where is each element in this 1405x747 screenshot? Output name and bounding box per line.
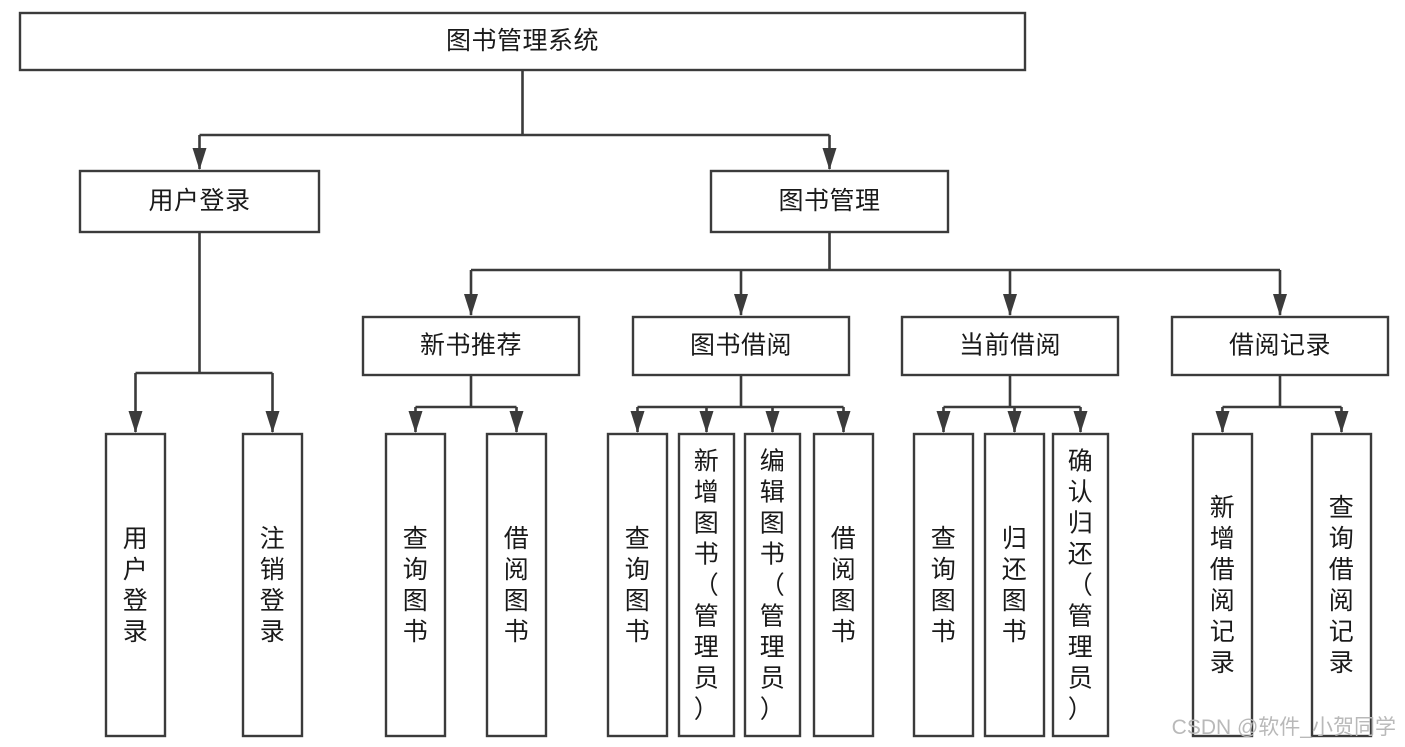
node-box [812, 432, 875, 738]
node-label: 图书管理系统 [446, 27, 599, 55]
node-label: 新增借阅记录 [1210, 494, 1236, 677]
node-label: 查询借阅记录 [1329, 494, 1355, 677]
arrow-head-icon [464, 294, 478, 316]
node-label: 编辑图书（管理员） [760, 448, 786, 724]
arrow-head-icon [936, 411, 951, 433]
node-label: 图书管理 [778, 187, 880, 215]
node-label: 图书借阅 [690, 332, 792, 360]
arrow-head-icon [699, 411, 714, 433]
node-label: 查询图书 [931, 525, 957, 646]
node-box [361, 315, 581, 377]
node-label: 用户登录 [123, 525, 149, 646]
node-label: 新书推荐 [420, 332, 522, 360]
node-box [900, 315, 1120, 377]
node-label: 查询图书 [403, 525, 429, 646]
arrow-head-icon [734, 294, 748, 316]
arrow-head-icon [1215, 411, 1230, 433]
arrow-head-icon [192, 148, 207, 170]
node-label: 归还图书 [1002, 525, 1028, 646]
node-label: 当前借阅 [959, 332, 1061, 360]
node-box [384, 432, 447, 738]
arrow-head-icon [630, 411, 645, 433]
node-box [78, 169, 321, 234]
node-label: 确认归还（管理员） [1068, 448, 1094, 724]
node-box [983, 432, 1046, 738]
arrow-head-icon [1007, 411, 1022, 433]
node-leaf-leaf-borrow-book[interactable]: 借阅图书 [812, 432, 875, 738]
node-box [1310, 432, 1373, 738]
node-level2-user-login[interactable]: 用户登录 [78, 169, 321, 234]
node-box [1170, 315, 1390, 377]
arrow-head-icon [408, 411, 423, 433]
node-leaf-leaf-query-book-current[interactable]: 查询图书 [912, 432, 975, 738]
node-leaf-leaf-edit-book-admin[interactable]: 编辑图书（管理员） [743, 432, 802, 738]
node-label: 查询图书 [625, 525, 651, 646]
node-level3-current-borrow[interactable]: 当前借阅 [900, 315, 1120, 377]
node-label: 借阅图书 [504, 525, 530, 646]
node-level3-book-borrow[interactable]: 图书借阅 [631, 315, 851, 377]
node-root[interactable]: 图书管理系统 [18, 11, 1027, 72]
node-leaf-leaf-add-book-admin[interactable]: 新增图书（管理员） [677, 432, 736, 738]
arrow-head-icon [265, 411, 280, 433]
arrow-head-icon [822, 148, 837, 170]
node-level3-new-book-recommend[interactable]: 新书推荐 [361, 315, 581, 377]
connector-layer [128, 70, 1349, 433]
node-box [606, 432, 669, 738]
node-layer: 图书管理系统用户登录图书管理新书推荐图书借阅当前借阅借阅记录用户登录注销登录查询… [18, 11, 1390, 738]
csdn-watermark: CSDN @软件_小贺同学 [1172, 716, 1396, 739]
arrow-head-icon [128, 411, 143, 433]
arrow-head-icon [765, 411, 780, 433]
arrow-head-icon [1273, 294, 1287, 316]
node-box [743, 432, 802, 738]
node-box [1191, 432, 1254, 738]
node-label: 借阅记录 [1229, 332, 1331, 360]
node-leaf-leaf-user-login[interactable]: 用户登录 [104, 432, 167, 738]
node-leaf-leaf-confirm-return-admin[interactable]: 确认归还（管理员） [1051, 432, 1110, 738]
node-box [1051, 432, 1110, 738]
node-level2-book-management[interactable]: 图书管理 [709, 169, 950, 234]
arrow-head-icon [1003, 294, 1017, 316]
node-box [104, 432, 167, 738]
node-label: 借阅图书 [831, 525, 857, 646]
node-leaf-leaf-query-book-borrow[interactable]: 查询图书 [606, 432, 669, 738]
node-leaf-leaf-borrow-book-recommend[interactable]: 借阅图书 [485, 432, 548, 738]
node-label: 用户登录 [148, 187, 250, 215]
node-box [18, 11, 1027, 72]
node-box [485, 432, 548, 738]
node-leaf-leaf-query-book-recommend[interactable]: 查询图书 [384, 432, 447, 738]
arrow-head-icon [509, 411, 524, 433]
node-leaf-leaf-query-borrow-record[interactable]: 查询借阅记录 [1310, 432, 1373, 738]
arrow-head-icon [1334, 411, 1349, 433]
node-leaf-leaf-user-logout[interactable]: 注销登录 [241, 432, 304, 738]
node-box [912, 432, 975, 738]
node-label: 注销登录 [260, 525, 286, 646]
node-box [241, 432, 304, 738]
node-leaf-leaf-return-book[interactable]: 归还图书 [983, 432, 1046, 738]
node-level3-borrow-record[interactable]: 借阅记录 [1170, 315, 1390, 377]
node-box [709, 169, 950, 234]
node-leaf-leaf-add-borrow-record[interactable]: 新增借阅记录 [1191, 432, 1254, 738]
arrow-head-icon [1073, 411, 1088, 433]
arrow-head-icon [836, 411, 851, 433]
node-box [631, 315, 851, 377]
node-box [677, 432, 736, 738]
node-label: 新增图书（管理员） [694, 448, 720, 724]
